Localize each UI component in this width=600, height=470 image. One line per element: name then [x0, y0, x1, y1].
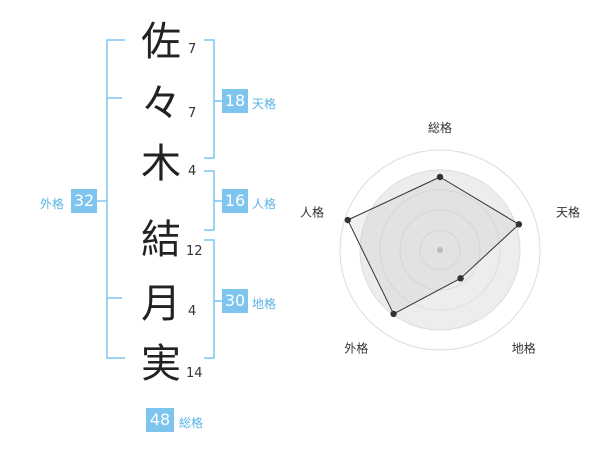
stroke-count-5: 4 — [188, 304, 197, 319]
radar-point-5 — [344, 216, 351, 224]
radar-ring — [419, 229, 461, 271]
chikaku-label: 地格 — [252, 297, 277, 311]
jinkaku-bracket — [204, 170, 215, 231]
radar-ring — [399, 209, 481, 291]
name-char-6: 実 — [141, 341, 181, 387]
radar-axis-label-1: 総格 — [428, 120, 452, 135]
stroke-count-4: 12 — [186, 244, 203, 259]
radar-axis-label-2: 天格 — [556, 204, 580, 219]
chikaku-bracket — [204, 239, 215, 359]
radar-point-4 — [390, 310, 397, 318]
name-char-5: 月 — [141, 281, 181, 327]
jinkaku-value-badge: 16 — [222, 189, 248, 213]
radar-center-dot — [437, 247, 443, 253]
name-char-2: 々 — [141, 81, 181, 127]
radar-axis-label-3: 地格 — [512, 341, 536, 356]
radar-point-3 — [457, 275, 464, 282]
radar-point-2 — [515, 221, 523, 228]
tenkaku-bracket — [204, 39, 215, 159]
gaikaku-label: 外格 — [40, 197, 65, 211]
name-char-3: 木 — [141, 141, 181, 187]
radar-ring — [379, 189, 501, 311]
radar-series-polygon — [347, 176, 520, 315]
name-char-4: 結 — [141, 217, 181, 263]
bracket-lines — [97, 39, 222, 359]
stroke-count-1: 7 — [188, 42, 197, 57]
tenkaku-value-badge: 18 — [222, 89, 248, 113]
radar-axis-label-4: 外格 — [344, 341, 368, 356]
radar-point-1 — [436, 173, 444, 181]
gaikaku-bracket — [106, 39, 125, 359]
tenkaku-label: 天格 — [252, 97, 277, 111]
name-char-1: 佐 — [141, 19, 181, 65]
stroke-count-2: 7 — [188, 106, 197, 121]
stroke-count-6: 14 — [186, 366, 203, 381]
soukaku-value-badge: 48 — [146, 408, 174, 432]
soukaku-label: 総格 — [179, 416, 204, 430]
jinkaku-label: 人格 — [252, 197, 277, 211]
gaikaku-value-badge: 32 — [71, 189, 97, 213]
radar-axis-label-5: 人格 — [300, 204, 324, 219]
chikaku-value-badge: 30 — [222, 289, 248, 313]
stroke-count-3: 4 — [188, 164, 197, 179]
